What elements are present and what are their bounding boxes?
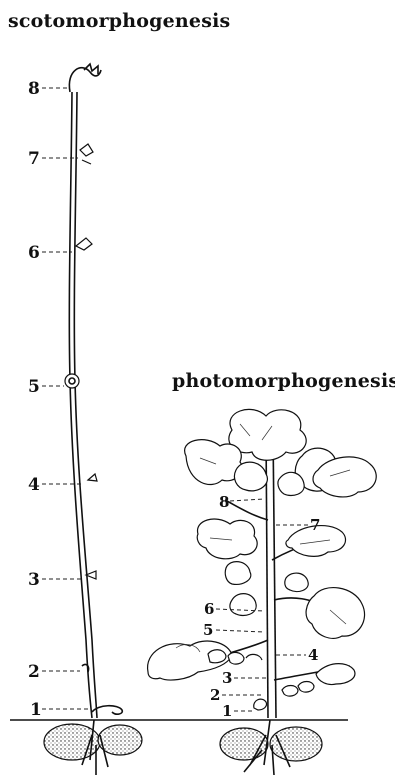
left-label-7: 7 xyxy=(28,149,40,169)
right-label-5: 5 xyxy=(203,621,213,639)
right-label-6: 6 xyxy=(204,600,214,618)
right-label-8: 8 xyxy=(219,493,229,511)
right-label-3: 3 xyxy=(222,669,232,687)
right-label-4: 4 xyxy=(308,646,318,664)
left-label-8: 8 xyxy=(28,79,40,99)
left-label-3: 3 xyxy=(28,570,40,590)
etiolated-seedling xyxy=(44,64,142,775)
left-label-4: 4 xyxy=(28,475,40,495)
right-label-2: 2 xyxy=(210,686,220,704)
left-label-6: 6 xyxy=(28,243,40,263)
right-label-7: 7 xyxy=(310,516,320,534)
left-label-5: 5 xyxy=(28,377,40,397)
right-label-1: 1 xyxy=(222,702,232,720)
left-node-labels: 8 7 6 5 4 3 2 1 xyxy=(28,79,88,720)
left-label-2: 2 xyxy=(28,662,40,682)
left-label-1: 1 xyxy=(30,700,42,720)
